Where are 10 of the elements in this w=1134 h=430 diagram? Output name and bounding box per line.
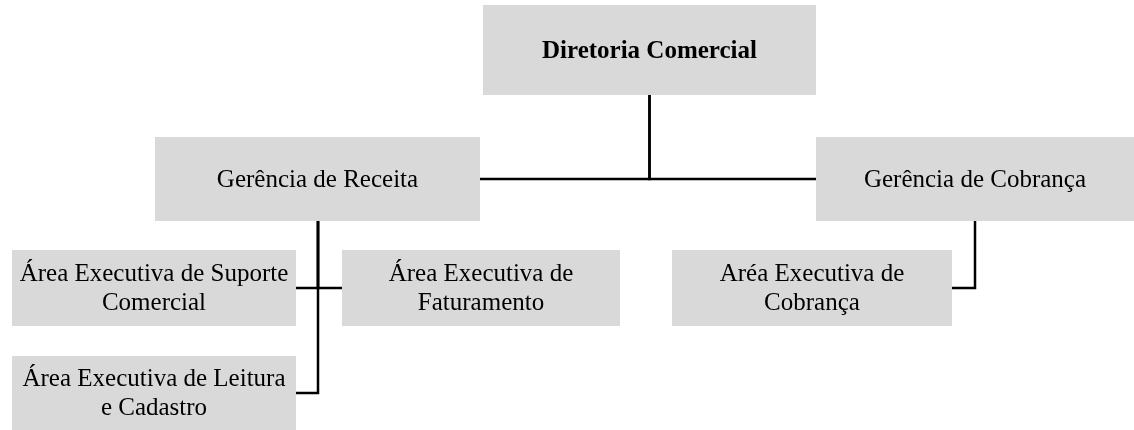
- connector-line: [648, 95, 816, 181]
- org-box: Gerência de Receita: [155, 137, 480, 221]
- org-box: Diretoria Comercial: [483, 5, 816, 95]
- connector-line: [296, 221, 320, 395]
- org-box: Área Executiva de Faturamento: [342, 250, 620, 326]
- org-box: Área Executiva de Leitura e Cadastro: [12, 356, 296, 430]
- org-box: Gerência de Cobrança: [816, 137, 1134, 221]
- org-box: Aréa Executiva de Cobrança: [672, 250, 952, 326]
- org-box: Área Executiva de Suporte Comercial: [12, 250, 296, 326]
- connector-line: [952, 221, 977, 290]
